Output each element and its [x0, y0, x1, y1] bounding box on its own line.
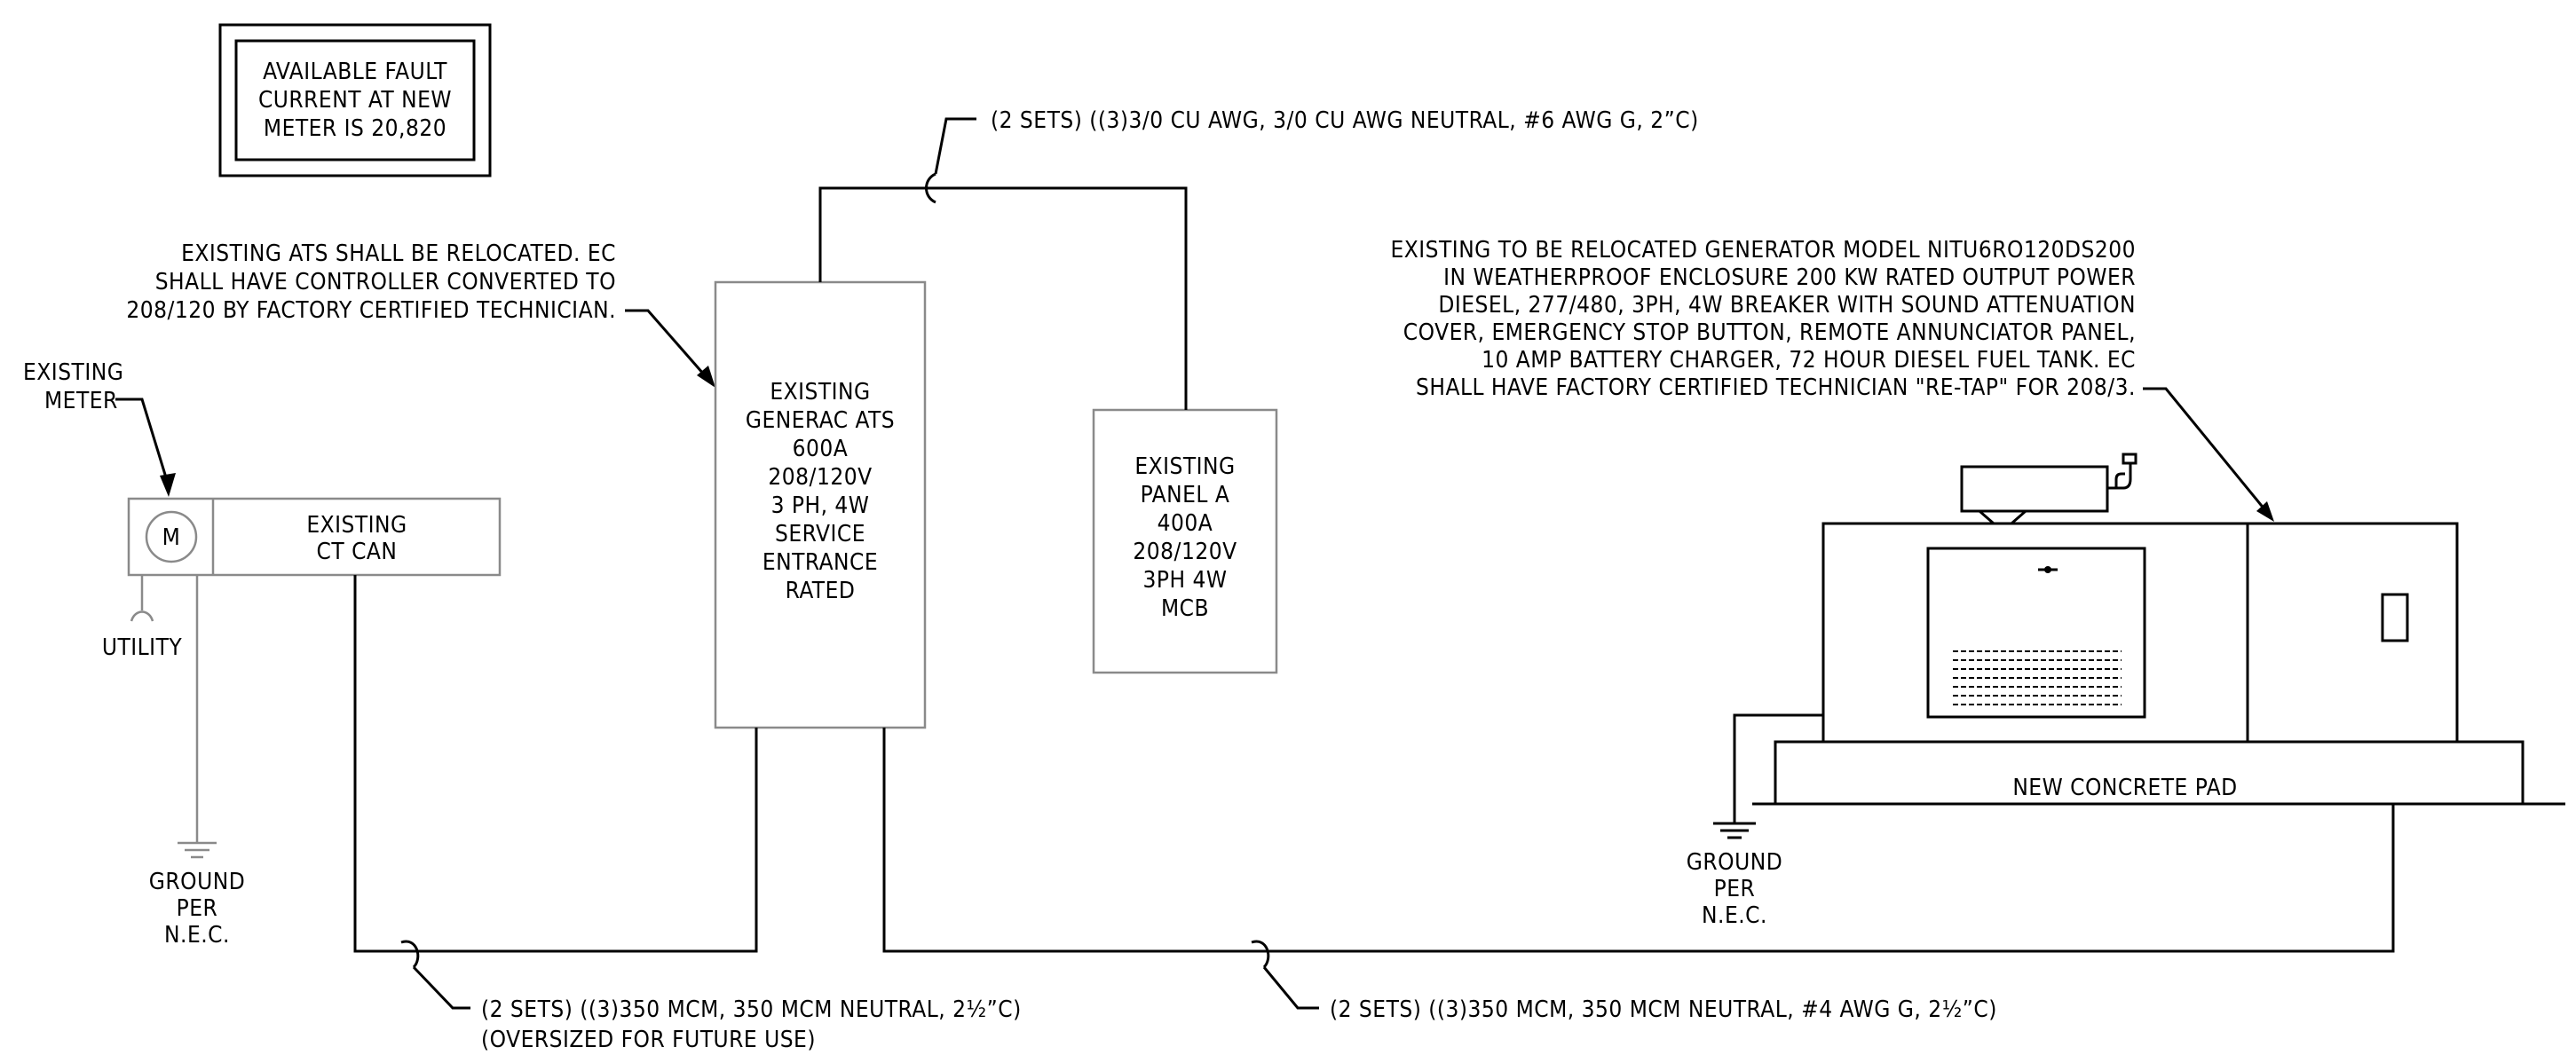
meter-label-line-2: METER [44, 388, 118, 414]
ground-right-line-1: GROUND [1687, 849, 1782, 876]
generator-note-leader [2143, 387, 2271, 516]
ats-note-line-2: SHALL HAVE CONTROLLER CONVERTED TO [155, 269, 616, 295]
ats-line-7: ENTRANCE [763, 549, 878, 576]
ats-line-4: 208/120V [768, 464, 872, 491]
ground-right-wire [1733, 713, 1823, 823]
generator-breaker [2381, 593, 2409, 642]
generator-note-line-3: DIESEL, 277/480, 3PH, 4W BREAKER WITH SO… [1438, 292, 2136, 319]
top-conductor-label: (2 SETS) ((3)3/0 CU AWG, 3/0 CU AWG NEUT… [991, 107, 1699, 134]
panel-a-line-1: EXISTING [1134, 453, 1235, 480]
utility-feed: UTILITY [102, 575, 183, 661]
ground-left: GROUND PER N.E.C. [149, 575, 245, 949]
ats-line-5: 3 PH, 4W [771, 492, 870, 519]
ct-can-box [127, 497, 502, 577]
bottom-left-conductor: (2 SETS) ((3)350 MCM, 350 MCM NEUTRAL, 2… [353, 575, 1022, 1053]
fault-line-2: CURRENT AT NEW [258, 87, 452, 114]
bottom-left-conductor-tick [400, 940, 420, 969]
generator-note-arrowhead [2256, 501, 2274, 522]
generator-note-line-1: EXISTING TO BE RELOCATED GENERATOR MODEL… [1390, 237, 2136, 264]
concrete-pad-label: NEW CONCRETE PAD [2012, 775, 2237, 801]
ats-note-line-1: EXISTING ATS SHALL BE RELOCATED. EC [181, 240, 616, 267]
concrete-pad: NEW CONCRETE PAD [1752, 740, 2565, 806]
utility-label: UTILITY [102, 634, 183, 661]
fault-current-box: AVAILABLE FAULT CURRENT AT NEW METER IS … [218, 23, 492, 177]
bottom-left-conductor-leader [412, 965, 470, 1010]
top-conductor: (2 SETS) ((3)3/0 CU AWG, 3/0 CU AWG NEUT… [818, 107, 1699, 410]
fault-line-3: METER IS 20,820 [264, 115, 446, 142]
ats-box: EXISTING GENERAC ATS 600A 208/120V 3 PH,… [714, 280, 927, 729]
ground-left-line-1: GROUND [149, 869, 245, 895]
fault-line-1: AVAILABLE FAULT [263, 59, 447, 85]
generator-note-line-5: 10 AMP BATTERY CHARGER, 72 HOUR DIESEL F… [1482, 347, 2136, 374]
generator-note: EXISTING TO BE RELOCATED GENERATOR MODEL… [1390, 237, 2274, 522]
ats-line-8: RATED [786, 578, 856, 604]
generator-note-line-4: COVER, EMERGENCY STOP BUTTON, REMOTE ANN… [1403, 319, 2136, 346]
ats-line-6: SERVICE [775, 521, 865, 547]
ct-can-line-2: CT CAN [317, 539, 398, 565]
ground-right: GROUND PER N.E.C. [1687, 713, 1823, 929]
utility-break-icon [130, 610, 154, 622]
ct-can-line-1: EXISTING [306, 512, 407, 539]
ground-right-line-3: N.E.C. [1702, 902, 1767, 929]
panel-a-box: EXISTING PANEL A 400A 208/120V 3PH 4W MC… [1092, 408, 1278, 674]
ground-left-line-2: PER [177, 895, 218, 922]
meter-circle [145, 510, 198, 563]
bottom-right-conductor-leader [1262, 966, 1319, 1010]
generator-exhaust-icon [1960, 465, 2109, 513]
ats-note-line-3: 208/120 BY FACTORY CERTIFIED TECHNICIAN. [126, 297, 616, 324]
generator-louvers [1953, 650, 2122, 705]
top-conductor-tick [925, 172, 936, 204]
ats-note-arrowhead [697, 366, 715, 388]
ats-line-3: 600A [793, 436, 849, 462]
panel-a-line-4: 208/120V [1133, 539, 1237, 565]
meter-symbol: M [162, 524, 181, 551]
meter-label: EXISTING METER [23, 359, 176, 497]
ground-right-line-2: PER [1714, 876, 1756, 902]
ground-left-line-3: N.E.C. [164, 922, 230, 949]
bottom-left-conductor-line-1: (2 SETS) ((3)350 MCM, 350 MCM NEUTRAL, 2… [481, 996, 1022, 1023]
generator-door [1926, 547, 2146, 719]
ats-line-1: EXISTING [770, 379, 870, 406]
top-feeder-wire [818, 186, 1188, 410]
generator-note-line-6: SHALL HAVE FACTORY CERTIFIED TECHNICIAN … [1416, 374, 2136, 401]
panel-a-line-5: 3PH 4W [1142, 567, 1227, 594]
meter-leader [115, 398, 170, 487]
meter-ct-assembly: M EXISTING CT CAN [127, 497, 502, 577]
panel-a-line-2: PANEL A [1141, 482, 1230, 508]
bottom-right-conductor-label: (2 SETS) ((3)350 MCM, 350 MCM NEUTRAL, #… [1330, 996, 1997, 1023]
meter-leader-arrowhead [160, 473, 176, 497]
bottom-left-conductor-line-2: (OVERSIZED FOR FUTURE USE) [481, 1027, 816, 1053]
top-conductor-leader [934, 117, 976, 175]
bottom-left-feeder-wire [353, 575, 758, 953]
generator-note-line-2: IN WEATHERPROOF ENCLOSURE 200 KW RATED O… [1443, 264, 2136, 291]
meter-label-line-1: EXISTING [23, 359, 123, 386]
ats-note: EXISTING ATS SHALL BE RELOCATED. EC SHAL… [126, 240, 715, 388]
generator [1821, 453, 2459, 744]
bottom-right-conductor-tick [1251, 940, 1270, 969]
panel-a-line-3: 400A [1158, 510, 1213, 537]
panel-a-line-6: MCB [1161, 595, 1209, 622]
ats-line-2: GENERAC ATS [746, 407, 895, 434]
ats-note-leader [625, 309, 712, 382]
